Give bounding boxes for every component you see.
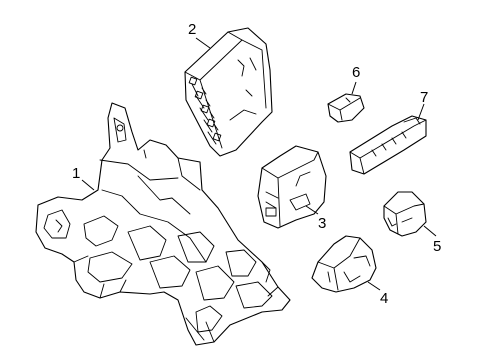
part-1-fuse-box-bracket [35,102,291,346]
callout-6: 6 [352,64,360,81]
leader-5 [423,225,437,237]
part-7-fuse-strip [349,115,427,175]
part-6-small-fuse [327,93,365,123]
part-4-connector-clip [311,235,377,293]
part-5-small-relay [383,191,427,237]
callout-3: 3 [318,215,326,232]
leader-3 [305,205,319,215]
callout-2: 2 [188,21,196,38]
leader-6 [351,81,357,95]
callout-5: 5 [433,238,441,255]
callout-7: 7 [420,89,428,106]
callout-labels: 1 2 3 4 5 6 7 [72,21,441,307]
callout-4: 4 [380,290,388,307]
part-2-control-module [184,27,273,157]
leader-lines [81,37,437,291]
callout-1: 1 [72,165,80,182]
part-3-relay [257,145,327,229]
leader-4 [367,281,381,291]
leader-1 [81,179,95,191]
leader-2 [195,37,211,49]
leader-7 [417,103,425,121]
